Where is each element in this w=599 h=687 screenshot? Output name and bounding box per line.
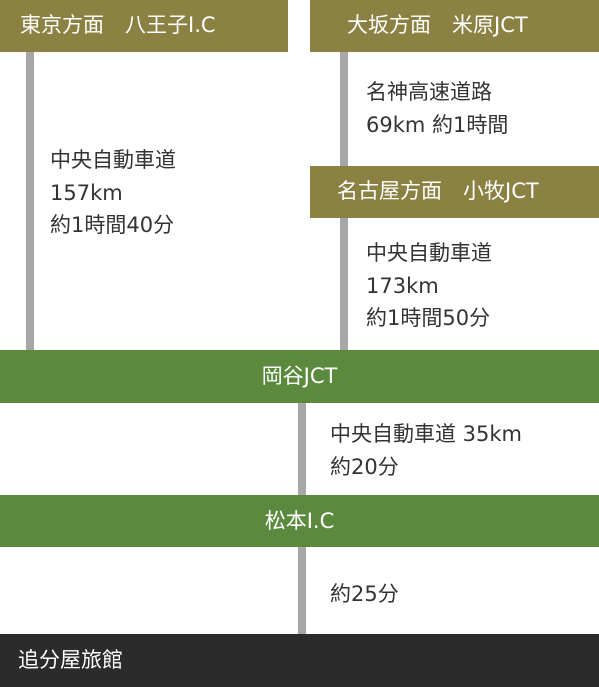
matsumoto-destination-duration: 約25分: [330, 582, 399, 606]
osaka-route-line: [340, 52, 348, 166]
okaya-matsumoto-line: [298, 403, 306, 495]
nagoya-route-info: 中央自動車道 173km 約1時間50分: [366, 237, 492, 335]
nagoya-distance: 173km: [366, 273, 439, 298]
origin-osaka-label: 大坂方面 米原JCT: [347, 13, 528, 37]
tokyo-route-line: [26, 52, 34, 350]
okaya-matsumoto-road-distance: 中央自動車道 35km: [330, 422, 523, 446]
nagoya-route-line: [340, 218, 348, 350]
origin-tokyo-box: 東京方面 八王子I.C: [0, 0, 288, 52]
nagoya-road-name: 中央自動車道: [366, 241, 492, 265]
origin-nagoya-box: 名古屋方面 小牧JCT: [310, 166, 599, 218]
osaka-distance-duration: 69km 約1時間: [366, 112, 509, 137]
okaya-matsumoto-duration: 約20分: [330, 454, 399, 479]
osaka-road-name: 名神高速道路: [366, 80, 492, 104]
junction-okaya-box: 岡谷JCT: [0, 350, 599, 403]
origin-osaka-box: 大坂方面 米原JCT: [310, 0, 599, 52]
osaka-route-info: 名神高速道路 69km 約1時間: [366, 76, 508, 141]
junction-okaya-label: 岡谷JCT: [261, 364, 338, 388]
origin-tokyo-label: 東京方面 八王子I.C: [20, 13, 216, 37]
matsumoto-destination-info: 約25分: [330, 578, 399, 611]
tokyo-route-info: 中央自動車道 157km 約1時間40分: [50, 144, 176, 242]
matsumoto-destination-line: [298, 547, 306, 634]
junction-matsumoto-box: 松本I.C: [0, 495, 599, 547]
junction-matsumoto-label: 松本I.C: [264, 508, 335, 533]
tokyo-road-name: 中央自動車道: [50, 148, 176, 172]
tokyo-distance: 157km: [50, 180, 123, 205]
destination-label: 追分屋旅館: [18, 648, 123, 672]
okaya-matsumoto-info: 中央自動車道 35km 約20分: [330, 418, 522, 483]
origin-nagoya-label: 名古屋方面 小牧JCT: [337, 179, 539, 203]
nagoya-duration: 約1時間50分: [366, 306, 491, 330]
destination-box: 追分屋旅館: [0, 634, 599, 687]
tokyo-duration: 約1時間40分: [50, 213, 175, 237]
